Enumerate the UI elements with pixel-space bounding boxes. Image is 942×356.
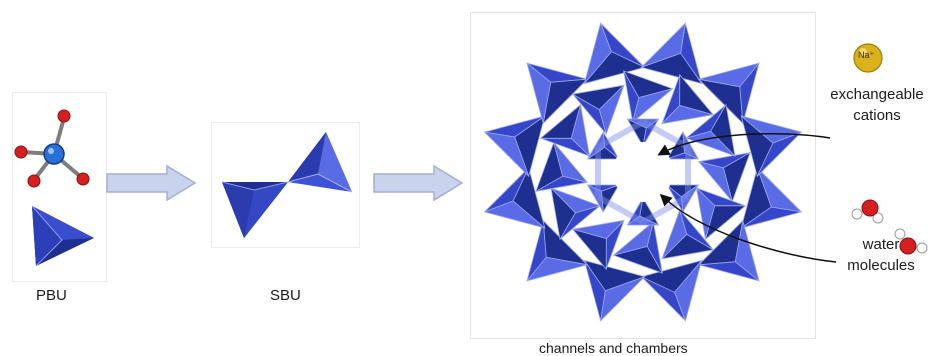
framework-tetrahedron-outer-2-face-c xyxy=(674,260,702,323)
sbu-label: SBU xyxy=(270,287,301,304)
framework-tetrahedron-inner-1-face-c xyxy=(626,215,659,226)
cation-pointer-arrow xyxy=(657,132,831,156)
cations-label: exchangeable cations xyxy=(830,86,924,124)
framework-tetrahedron-outer-7-face-c xyxy=(526,62,552,124)
pbu-label: PBU xyxy=(36,287,67,304)
water-molecule-icon-1 xyxy=(851,199,884,224)
water-label: water molecules xyxy=(847,236,915,274)
framework-tetrahedron-outer-9-face-c xyxy=(641,22,686,68)
pbu-ball-stick-icon xyxy=(14,109,90,188)
sodium-ion-label: Na⁺ xyxy=(858,50,875,60)
framework-tetrahedron-middle-4-face-c xyxy=(572,219,626,239)
framework-tetrahedron-outer-1-face-c xyxy=(734,220,760,282)
block-arrow-2 xyxy=(373,164,464,202)
framework-tetrahedron-outer-5-face-c xyxy=(483,200,546,229)
sbu-tetrahedra-icon xyxy=(221,132,353,238)
framework-band-0 xyxy=(641,194,690,225)
framework-band-4 xyxy=(641,119,690,150)
framework-tetrahedron-middle-6-face-c xyxy=(553,142,589,183)
zeolite-framework xyxy=(483,21,803,323)
framework-tetrahedron-middle-11-face-c xyxy=(684,130,736,157)
water-pointer-arrow xyxy=(659,193,837,263)
framework-label: channels and chambers xyxy=(539,340,688,356)
framework-tetrahedron-middle-9-face-c xyxy=(632,88,673,124)
framework-tetrahedron-middle-0-face-c xyxy=(697,161,733,202)
framework-tetrahedron-middle-5-face-c xyxy=(550,187,602,214)
block-arrow-1 xyxy=(106,164,197,202)
framework-band-1 xyxy=(596,194,645,225)
framework-tetrahedron-outer-10-face-c xyxy=(698,62,761,88)
framework-tetrahedron-outer-11-face-c xyxy=(740,115,803,144)
framework-tetrahedron-inner-0-face-c xyxy=(680,184,699,214)
framework-tetrahedron-outer-0-face-c xyxy=(756,167,803,213)
framework-tetrahedron-middle-1-face-c xyxy=(695,186,716,240)
framework-tetrahedron-middle-3-face-c xyxy=(613,220,654,256)
sodium-ion-icon xyxy=(853,43,883,73)
framework-tetrahedron-middle-8-face-c xyxy=(598,84,625,136)
framework-tetrahedron-middle-2-face-c xyxy=(661,208,688,260)
framework-tetrahedron-inner-4-face-c xyxy=(627,118,660,129)
pointer-arrows xyxy=(657,132,837,263)
framework-tetrahedron-middle-7-face-c xyxy=(570,104,591,158)
framework-tetrahedron-inner-3-face-c xyxy=(587,130,606,160)
framework-band-3 xyxy=(596,119,645,150)
central-channel xyxy=(613,142,673,202)
framework-tetrahedron-inner-5-face-c xyxy=(682,131,700,160)
framework-tetrahedron-outer-6-face-c xyxy=(483,131,530,177)
pbu-tetrahedron-icon xyxy=(31,205,94,267)
framework-tetrahedron-inner-2-face-c xyxy=(586,184,604,213)
framework-tetrahedron-middle-10-face-c xyxy=(660,105,714,125)
water-molecule-icon-2 xyxy=(894,228,928,255)
framework-tetrahedron-outer-4-face-c xyxy=(525,256,588,282)
framework-tetrahedron-outer-8-face-c xyxy=(584,21,612,84)
framework-tetrahedron-outer-3-face-c xyxy=(600,276,645,322)
